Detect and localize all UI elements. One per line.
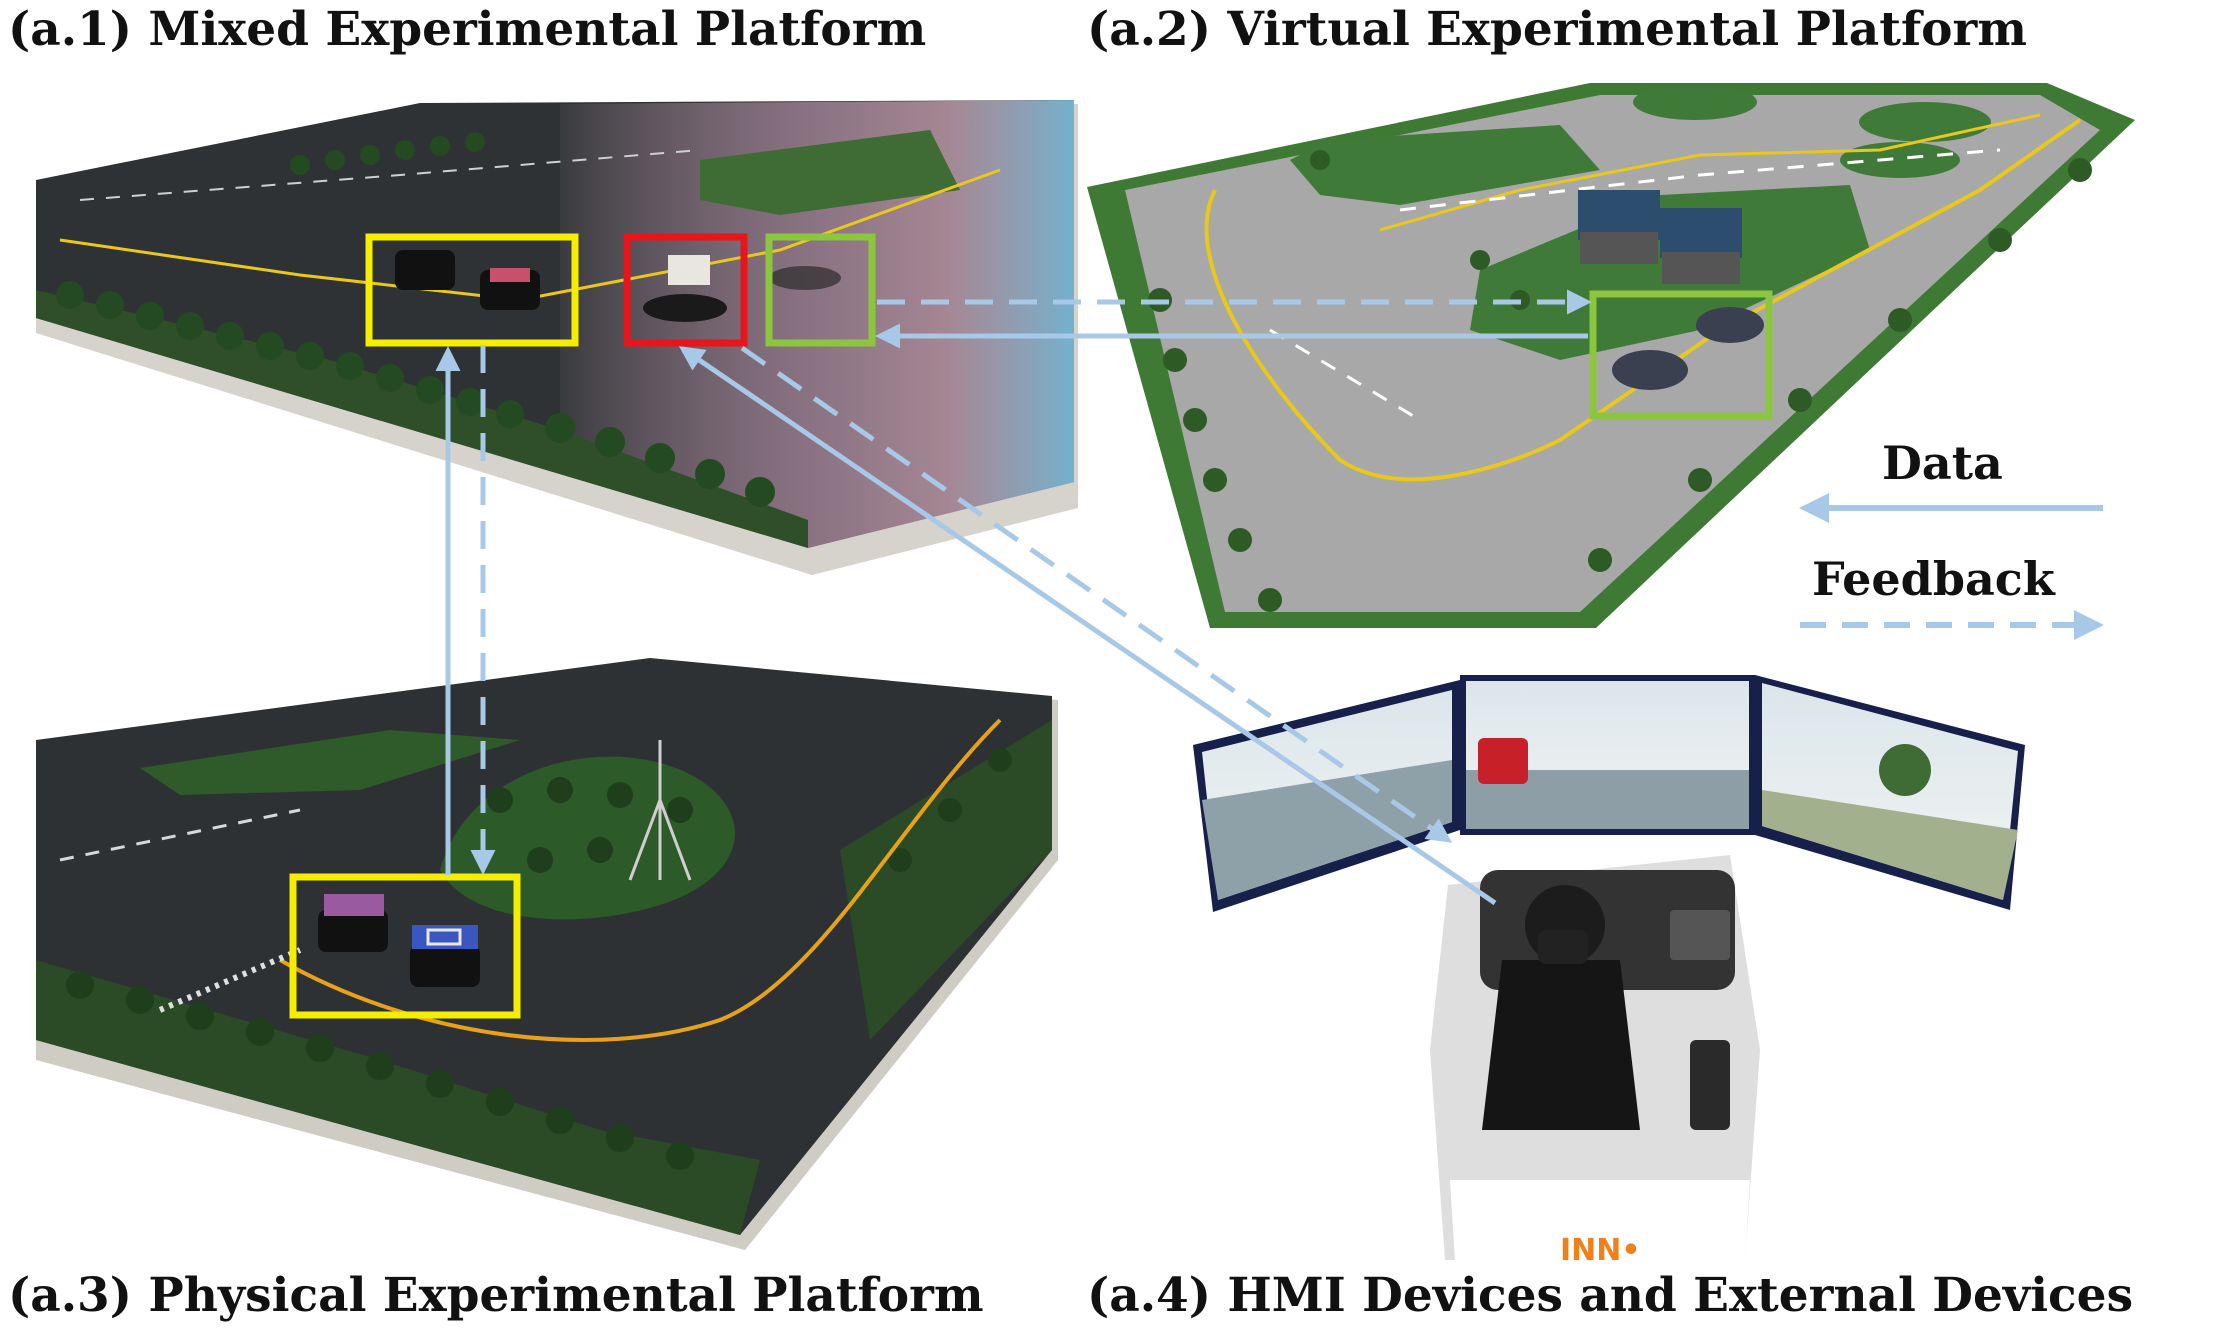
virtual-platform-island-1 — [1633, 84, 1757, 120]
virtual-platform-lane-outer — [1204, 118, 2082, 482]
arrow-feedback-mixed-to-hmi — [740, 345, 1453, 843]
arrow-data-hmi-to-mixed — [678, 346, 1497, 906]
caption-mixed-platform: (a.1) Mixed Experimental Platform — [8, 2, 927, 57]
virtual-platform-trees — [1148, 150, 2092, 612]
physical-platform-trees — [66, 748, 1012, 1170]
physical-platform-image — [36, 658, 1058, 1250]
physical-cars-box — [289, 873, 521, 1019]
virtual-platform-island-2 — [1859, 102, 1991, 142]
mixed-platform-grass-front — [36, 290, 808, 548]
hmi-driving-seat — [1430, 855, 1760, 1262]
hmi-seat-logo: INN• — [1560, 1233, 1641, 1268]
mixed-hmi-car-box — [623, 233, 748, 347]
virtual-cars-box — [1589, 290, 1773, 420]
virtual-platform-image — [1087, 83, 2135, 628]
caption-hmi-devices: (a.4) HMI Devices and External Devices — [1087, 1268, 2134, 1323]
physical-platform-grass-front — [36, 960, 760, 1235]
virtual-platform-island-3 — [1840, 142, 1960, 178]
mixed-virtual-cars-box — [765, 233, 876, 347]
mixed-physical-cars-box — [365, 233, 579, 347]
mixed-platform-grass-island — [700, 130, 960, 215]
virtual-platform-lane-inner — [1379, 113, 2041, 232]
mixed-platform-hologram — [560, 100, 1074, 548]
caption-physical-platform: (a.3) Physical Experimental Platform — [8, 1268, 984, 1323]
legend-data-label: Data — [1882, 436, 2003, 490]
physical-platform-grass-right — [840, 720, 1052, 1040]
hmi-devices-image: INN• — [1193, 675, 2025, 1268]
connection-arrows — [435, 289, 1592, 906]
physical-platform-grass-back — [140, 730, 520, 795]
virtual-platform-grass-left — [1290, 125, 1600, 205]
caption-virtual-platform: (a.2) Virtual Experimental Platform — [1087, 2, 2027, 57]
mixed-platform-trees — [56, 132, 775, 507]
legend-feedback-label: Feedback — [1812, 552, 2055, 606]
